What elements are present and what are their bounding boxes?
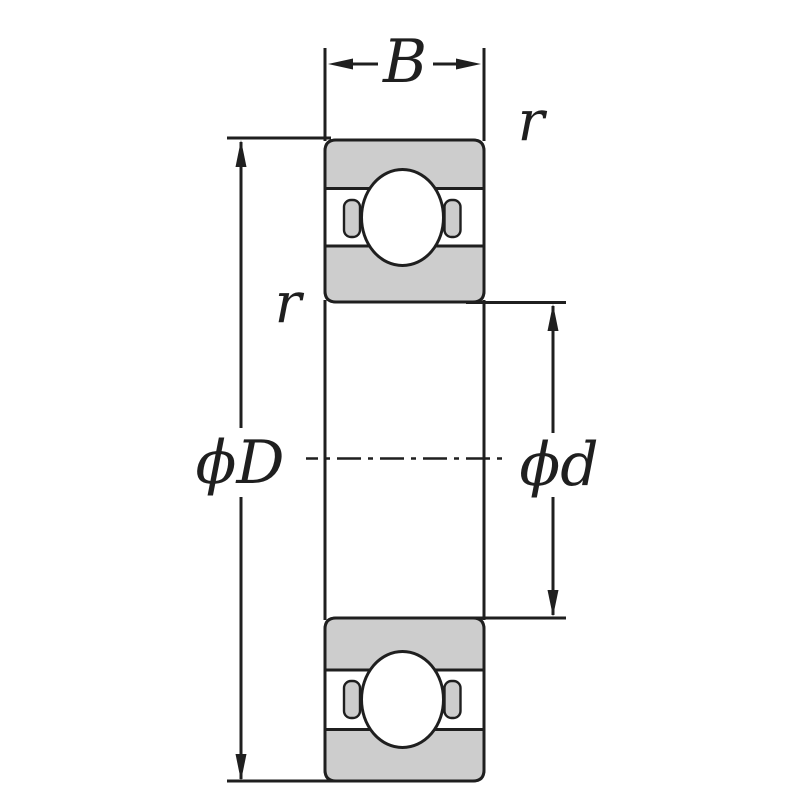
arrowhead-b-left xyxy=(328,58,353,70)
label-radius-side: r xyxy=(275,272,305,337)
bearing-section-top xyxy=(323,138,486,304)
cage-left-bottom xyxy=(342,679,362,720)
arrowhead-bore-down xyxy=(547,590,559,617)
outer-ring-bottom xyxy=(323,728,486,783)
label-width-b: B xyxy=(382,27,427,97)
label-radius-top: r xyxy=(518,90,548,155)
dimension-bore-diameter: ϕd xyxy=(466,301,599,620)
cage-right-top xyxy=(443,198,462,239)
label-bore-diameter: ϕd xyxy=(519,430,598,500)
ball-top xyxy=(360,168,445,267)
ball-bottom xyxy=(360,650,445,749)
arrowhead-b-right xyxy=(456,58,481,70)
arrowhead-bore-up xyxy=(547,304,559,331)
outer-ring-top xyxy=(323,138,486,190)
arrowhead-d-up xyxy=(235,140,247,167)
cage-right-bottom xyxy=(443,679,462,720)
label-outer-diameter: ϕD xyxy=(195,428,284,498)
dimension-width-b: B xyxy=(328,27,481,97)
arrowhead-d-down xyxy=(235,754,247,781)
cage-left-top xyxy=(342,198,362,239)
dimension-outer-diameter: ϕD xyxy=(195,136,341,783)
bearing-section-bottom xyxy=(323,616,486,783)
